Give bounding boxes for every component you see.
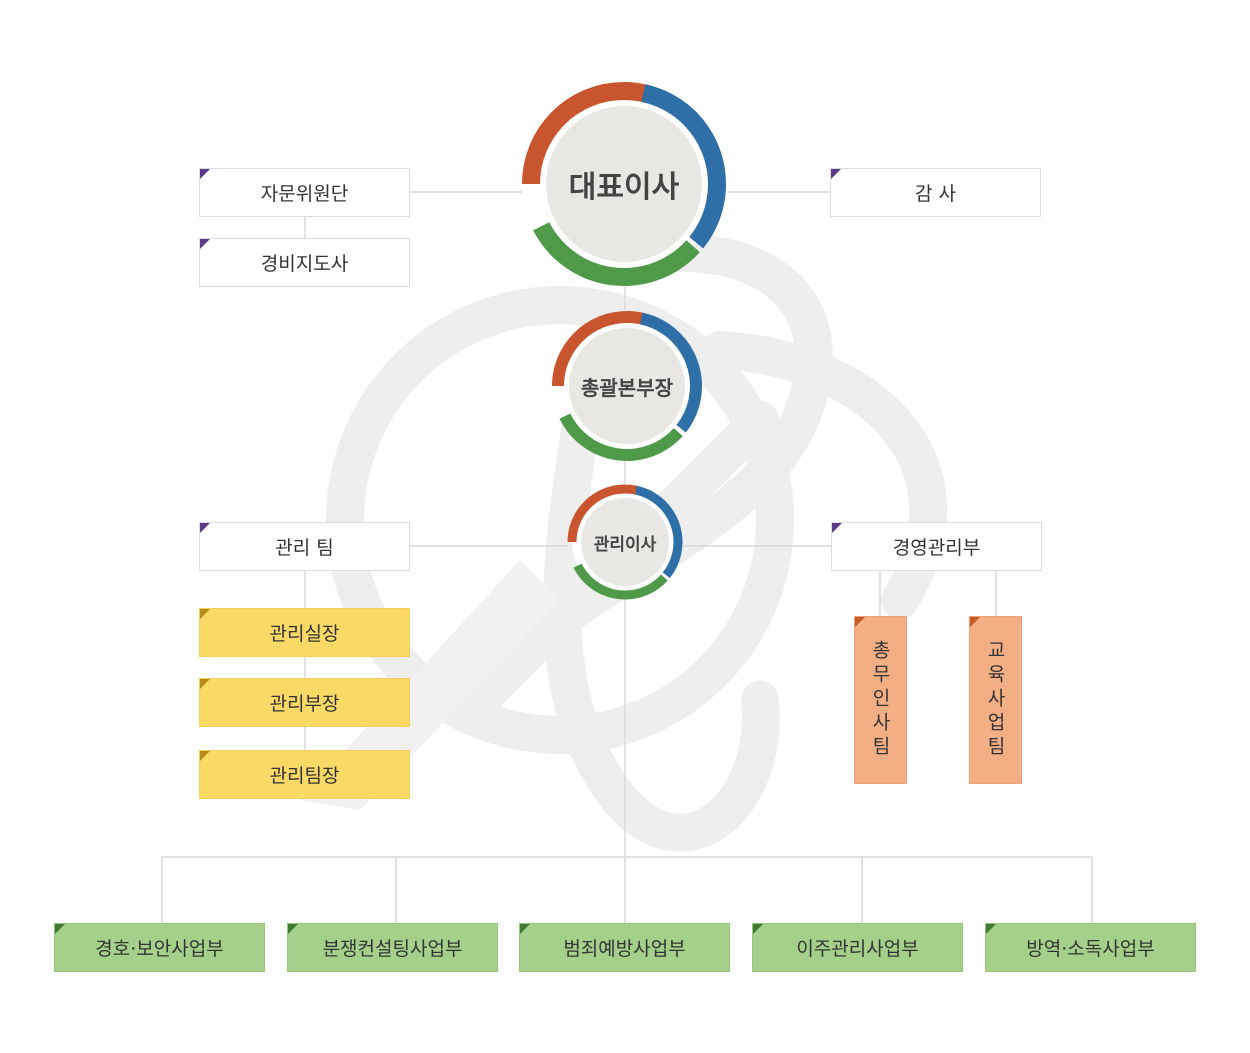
team-box: 총무인사팀 [854, 616, 907, 784]
ceo-node: 대표이사 [521, 81, 727, 287]
corner-marker [831, 169, 841, 179]
corner-marker [200, 169, 210, 179]
gm-ring [552, 311, 702, 461]
corner-marker [970, 617, 980, 627]
team-label: 교육사업팀 [984, 640, 1006, 760]
security-director-label: 경비지도사 [260, 253, 349, 275]
ceo-label: 대표이사 [568, 170, 680, 205]
advisory-box: 자문위원단 [199, 168, 410, 217]
role-label: 관리실장 [269, 623, 340, 645]
corner-marker [288, 924, 298, 934]
md-ring [567, 484, 683, 600]
corner-marker [200, 751, 210, 761]
auditor-label: 감 사 [915, 183, 956, 205]
corner-marker [832, 523, 842, 533]
role-label: 관리팀장 [269, 765, 340, 787]
division-label: 분쟁컨설팅사업부 [322, 938, 463, 960]
corner-marker [200, 239, 210, 249]
mgmt-dept-label: 경영관리부 [892, 537, 981, 559]
division-box: 방역·소독사업부 [985, 923, 1196, 972]
security-director-box: 경비지도사 [199, 238, 410, 287]
corner-marker [986, 924, 996, 934]
ceo-ring [522, 81, 726, 286]
mgmt-team-box: 관리 팀 [199, 522, 410, 571]
corner-marker [753, 924, 763, 934]
role-box: 관리실장 [199, 608, 410, 657]
mgmt-dept-box: 경영관리부 [831, 522, 1042, 571]
division-label: 방역·소독사업부 [1026, 938, 1155, 960]
md-node: 관리이사 [567, 484, 683, 600]
advisory-label: 자문위원단 [260, 183, 349, 205]
team-box: 교육사업팀 [969, 616, 1022, 784]
gm-label: 총괄본부장 [581, 375, 673, 400]
corner-marker [200, 679, 210, 689]
team-label: 총무인사팀 [869, 640, 891, 760]
corner-marker [55, 924, 65, 934]
role-box: 관리팀장 [199, 750, 410, 799]
division-label: 경호·보안사업부 [95, 938, 224, 960]
corner-marker [520, 924, 530, 934]
division-label: 범죄예방사업부 [563, 938, 686, 960]
auditor-box: 감 사 [830, 168, 1041, 217]
role-label: 관리부장 [269, 693, 340, 715]
corner-marker [855, 617, 865, 627]
division-box: 분쟁컨설팅사업부 [287, 923, 498, 972]
mgmt-team-label: 관리 팀 [275, 537, 334, 559]
division-box: 경호·보안사업부 [54, 923, 265, 972]
division-box: 범죄예방사업부 [519, 923, 730, 972]
division-box: 이주관리사업부 [752, 923, 963, 972]
role-box: 관리부장 [199, 678, 410, 727]
corner-marker [200, 609, 210, 619]
gm-node: 총괄본부장 [551, 310, 703, 462]
md-label: 관리이사 [593, 534, 657, 555]
division-label: 이주관리사업부 [796, 938, 919, 960]
corner-marker [200, 523, 210, 533]
